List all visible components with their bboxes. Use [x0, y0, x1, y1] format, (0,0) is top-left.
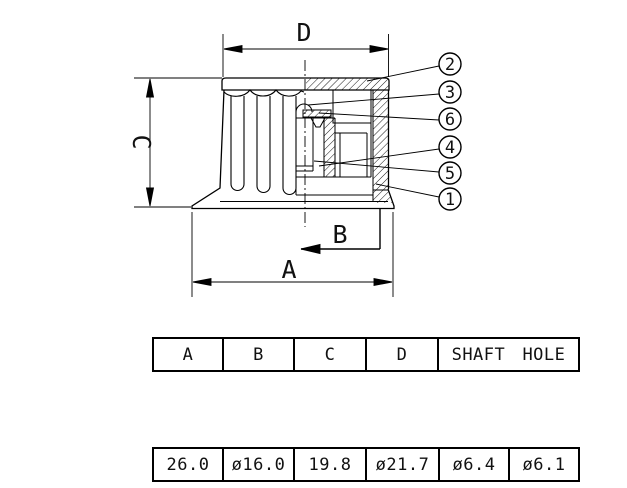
spec-col-b: B: [224, 339, 295, 370]
knob-technical-drawing: D C B A 2 3 6 4 5 1: [127, 18, 462, 297]
spec-col-shaft-hole: SHAFT HOLE: [439, 339, 578, 370]
callout-numbers: 2 3 6 4 5 1: [445, 55, 455, 210]
spec-col-d: D: [367, 339, 439, 370]
spec-values-table: 26.0 ø16.0 19.8 ø21.7 ø6.4 ø6.1: [152, 447, 580, 482]
callout-5: 5: [445, 164, 455, 184]
shaft-label: SHAFT: [451, 344, 506, 365]
value-d: ø21.7: [367, 449, 440, 480]
spec-col-c: C: [295, 339, 367, 370]
spec-header-table: A B C D SHAFT HOLE: [152, 337, 580, 372]
callout-balloons: [438, 52, 462, 211]
value-c: 19.8: [295, 449, 367, 480]
knob-ribs: [230, 96, 297, 196]
hole-label: HOLE: [522, 344, 566, 365]
callout-leaders: [307, 65, 440, 198]
value-a: 26.0: [154, 449, 224, 480]
dim-label-b: B: [332, 220, 347, 249]
dim-label-a: A: [281, 255, 296, 284]
knob-section: [295, 78, 394, 203]
callout-2: 2: [445, 55, 455, 75]
callout-4: 4: [445, 138, 455, 158]
callout-1: 1: [445, 190, 455, 210]
value-b: ø16.0: [224, 449, 295, 480]
value-hole: ø6.1: [522, 454, 566, 475]
spec-col-a: A: [154, 339, 224, 370]
callout-6: 6: [445, 110, 455, 130]
value-shaft: ø6.4: [440, 449, 510, 480]
knob-body-outline: [191, 77, 395, 210]
dimension-lines: [134, 34, 394, 297]
callout-3: 3: [445, 83, 455, 103]
dim-label-d: D: [296, 18, 311, 47]
dim-label-c: C: [127, 134, 156, 149]
